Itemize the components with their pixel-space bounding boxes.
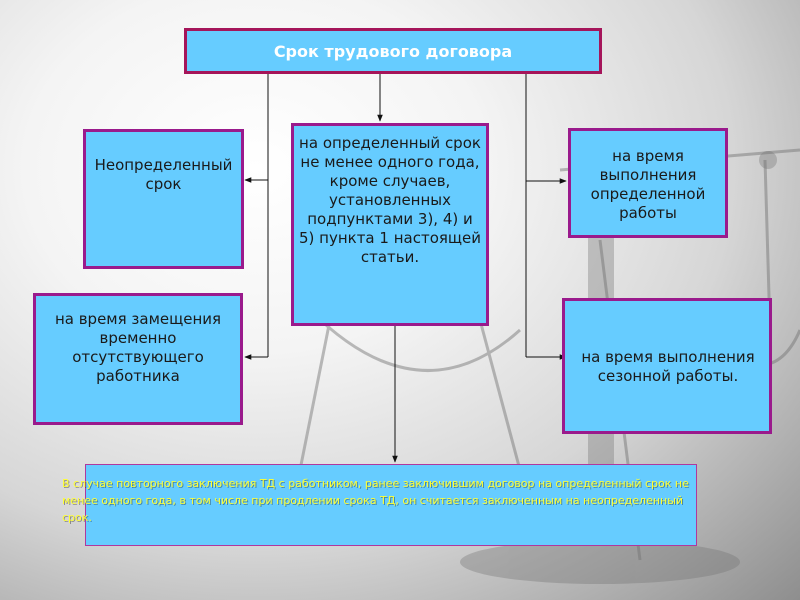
box-work-completion-text: на время выполнения определенной работы — [591, 147, 706, 222]
diagram-title: Срок трудового договора — [184, 28, 602, 74]
box-fixed-term-text: на определенный срок не менее одного год… — [298, 134, 482, 267]
box-replacement-text: на время замещения временно отсутствующе… — [55, 310, 221, 385]
box-indefinite-term: Неопределенный срок — [83, 129, 244, 269]
note-box: В случае повторного заключения ТД с рабо… — [85, 464, 697, 546]
diagram-title-text: Срок трудового договора — [274, 42, 512, 61]
box-fixed-term: на определенный срок не менее одного год… — [291, 123, 489, 326]
box-seasonal-work: на время выполнения сезонной работы. — [562, 298, 772, 434]
box-indefinite-term-text: Неопределенный срок — [95, 156, 233, 193]
box-seasonal-work-text: на время выполнения сезонной работы. — [561, 348, 775, 386]
box-replacement: на время замещения временно отсутствующе… — [33, 293, 243, 425]
note-text: В случае повторного заключения ТД с рабо… — [62, 475, 702, 526]
box-work-completion: на время выполнения определенной работы — [568, 128, 728, 238]
